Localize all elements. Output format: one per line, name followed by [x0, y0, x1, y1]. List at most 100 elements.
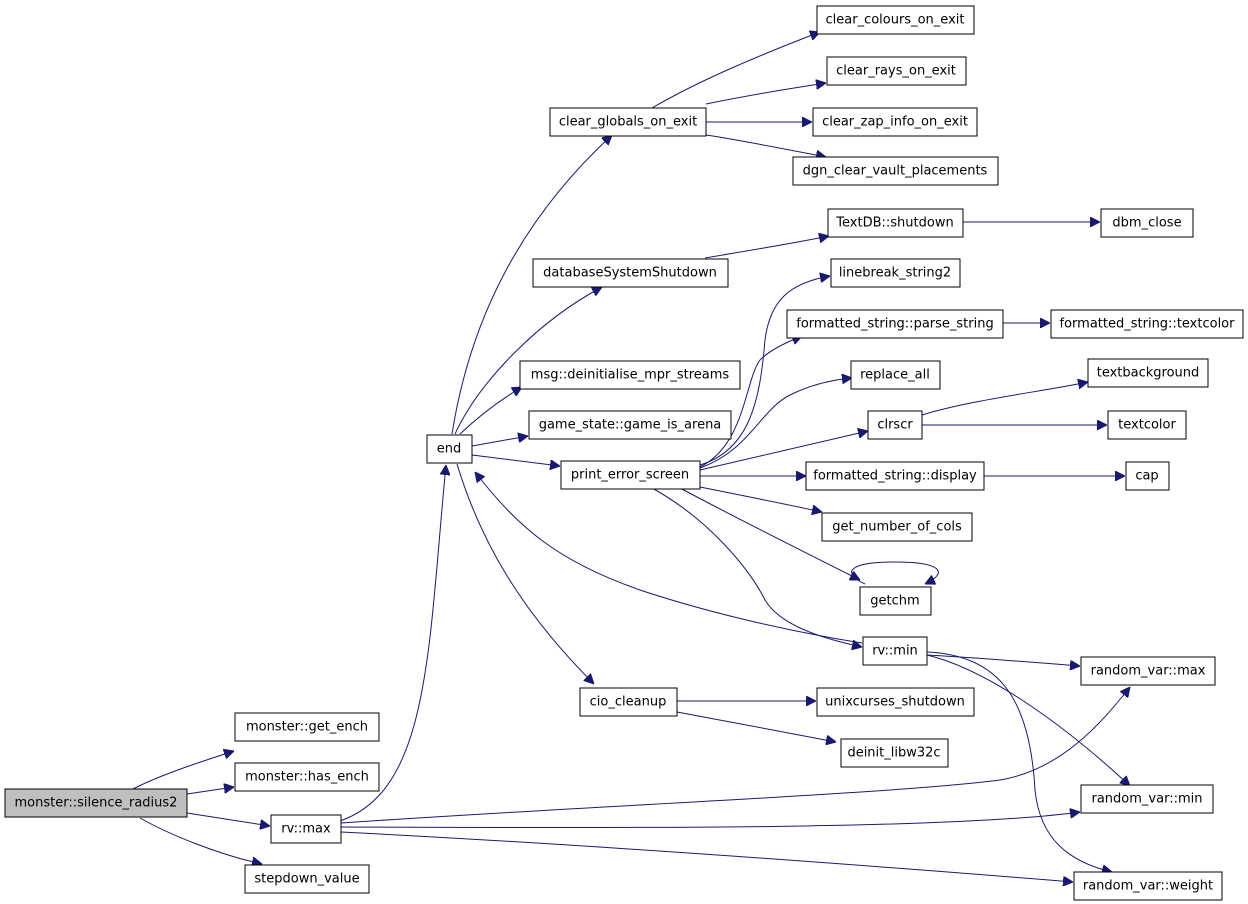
- edge-rv-min-random-var-weight: [926, 651, 1112, 872]
- node-print-error-screen[interactable]: print_error_screen: [560, 460, 701, 490]
- node-parse-string[interactable]: formatted_string::parse_string: [786, 309, 1004, 339]
- svg-text:game_state::game_is_arena: game_state::game_is_arena: [539, 418, 722, 433]
- node-unixcurses-shutdown[interactable]: unixcurses_shutdown: [816, 687, 975, 717]
- edge-end-deinitialise-mpr-streams: [459, 387, 522, 435]
- svg-text:monster::get_ench: monster::get_ench: [246, 720, 368, 735]
- svg-text:cap: cap: [1135, 469, 1158, 484]
- node-clear-globals-on-exit[interactable]: clear_globals_on_exit: [549, 107, 707, 137]
- node-random-var-weight[interactable]: random_var::weight: [1073, 871, 1223, 901]
- edge-print-error-replace-all: [699, 378, 852, 469]
- node-cap[interactable]: cap: [1125, 461, 1170, 491]
- edge-rv-max-random-var-min: [340, 812, 1080, 829]
- svg-text:textcolor: textcolor: [1118, 418, 1176, 433]
- svg-text:linebreak_string2: linebreak_string2: [839, 266, 951, 281]
- svg-text:clear_colours_on_exit: clear_colours_on_exit: [826, 13, 965, 28]
- node-replace-all[interactable]: replace_all: [850, 360, 941, 390]
- node-random-var-min[interactable]: random_var::min: [1080, 784, 1214, 814]
- node-fs-textcolor[interactable]: formatted_string::textcolor: [1050, 309, 1244, 339]
- edge-end-database-system-shutdown: [454, 287, 602, 435]
- node-silence-radius2[interactable]: monster::silence_radius2: [4, 788, 188, 818]
- edge-print-error-clrscr: [699, 431, 868, 471]
- svg-text:unixcurses_shutdown: unixcurses_shutdown: [825, 695, 965, 710]
- node-get-number-of-cols[interactable]: get_number_of_cols: [821, 512, 973, 542]
- node-linebreak-string2[interactable]: linebreak_string2: [830, 258, 961, 288]
- svg-text:rv::min: rv::min: [872, 644, 918, 659]
- edge-end-cio-cleanup: [456, 463, 594, 684]
- node-cio-cleanup[interactable]: cio_cleanup: [579, 687, 678, 717]
- svg-text:dgn_clear_vault_placements: dgn_clear_vault_placements: [803, 164, 988, 179]
- edge-rv-min-random-var-min: [926, 654, 1130, 786]
- node-deinitialise-mpr-streams[interactable]: msg::deinitialise_mpr_streams: [519, 360, 741, 390]
- svg-text:end: end: [437, 442, 462, 457]
- edge-cio-cleanup-deinit-libw32c: [676, 711, 836, 742]
- node-rv-min[interactable]: rv::min: [862, 636, 928, 666]
- edge-getchm-getchm: [851, 561, 939, 584]
- node-clear-colours-on-exit[interactable]: clear_colours_on_exit: [816, 5, 975, 35]
- edge-print-error-linebreak: [699, 276, 830, 466]
- node-dgn-clear-vault-placements[interactable]: dgn_clear_vault_placements: [792, 156, 999, 186]
- edge-rv-max-end: [339, 465, 446, 822]
- svg-text:formatted_string::display: formatted_string::display: [813, 469, 977, 484]
- svg-text:formatted_string::textcolor: formatted_string::textcolor: [1060, 317, 1236, 332]
- svg-text:textbackground: textbackground: [1097, 366, 1200, 381]
- node-deinit-libw32c[interactable]: deinit_libw32c: [840, 738, 949, 768]
- svg-text:stepdown_value: stepdown_value: [254, 872, 359, 887]
- svg-text:monster::silence_radius2: monster::silence_radius2: [15, 796, 178, 811]
- svg-text:TextDB::shutdown: TextDB::shutdown: [835, 216, 953, 231]
- node-fs-display[interactable]: formatted_string::display: [805, 461, 985, 491]
- svg-text:getchm: getchm: [870, 594, 919, 609]
- edge-clear-globals-dgn-clear-vault: [705, 134, 826, 157]
- edge-print-error-parse-string: [699, 336, 802, 468]
- svg-text:print_error_screen: print_error_screen: [571, 468, 689, 483]
- node-clear-rays-on-exit[interactable]: clear_rays_on_exit: [826, 56, 967, 86]
- node-database-system-shutdown[interactable]: databaseSystemShutdown: [532, 258, 729, 288]
- edge-database-shutdown-textdb-shutdown: [704, 236, 829, 259]
- node-getchm[interactable]: getchm: [859, 586, 932, 616]
- node-random-var-max[interactable]: random_var::max: [1080, 656, 1216, 686]
- edge-print-error-get-number-of-cols: [699, 486, 822, 512]
- node-game-is-arena[interactable]: game_state::game_is_arena: [528, 410, 732, 440]
- svg-text:random_var::max: random_var::max: [1091, 664, 1206, 679]
- edge-silence-radius2-has-ench: [186, 787, 234, 795]
- node-textbackground[interactable]: textbackground: [1087, 358, 1209, 388]
- edge-rv-max-random-var-weight: [340, 831, 1073, 882]
- edge-rv-min-random-var-max: [926, 654, 1080, 666]
- node-stepdown-value[interactable]: stepdown_value: [244, 864, 370, 894]
- svg-text:clear_globals_on_exit: clear_globals_on_exit: [559, 115, 697, 130]
- edge-print-error-getchm: [679, 487, 860, 580]
- edge-clear-globals-clear-colours: [651, 32, 820, 109]
- svg-text:rv::max: rv::max: [281, 822, 331, 837]
- svg-text:clear_zap_info_on_exit: clear_zap_info_on_exit: [822, 115, 968, 130]
- edge-end-print-error-screen: [471, 454, 560, 466]
- edge-silence-radius2-get-ench: [132, 751, 234, 790]
- node-rv-max[interactable]: rv::max: [270, 814, 342, 844]
- node-get-ench[interactable]: monster::get_ench: [234, 712, 380, 742]
- svg-text:clear_rays_on_exit: clear_rays_on_exit: [836, 64, 956, 79]
- edge-silence-radius2-stepdown-value: [139, 817, 262, 864]
- node-textdb-shutdown[interactable]: TextDB::shutdown: [827, 208, 964, 238]
- node-textcolor[interactable]: textcolor: [1107, 410, 1187, 440]
- edge-end-clear-globals-on-exit: [451, 135, 612, 435]
- edge-clear-globals-clear-rays: [705, 83, 826, 105]
- svg-text:msg::deinitialise_mpr_streams: msg::deinitialise_mpr_streams: [531, 368, 730, 383]
- node-clrscr[interactable]: clrscr: [867, 410, 923, 440]
- svg-text:clrscr: clrscr: [877, 418, 913, 433]
- edge-rv-max-random-var-max: [340, 687, 1130, 824]
- node-clear-zap-info-on-exit[interactable]: clear_zap_info_on_exit: [812, 107, 978, 137]
- svg-text:replace_all: replace_all: [860, 368, 930, 383]
- svg-text:databaseSystemShutdown: databaseSystemShutdown: [543, 266, 717, 281]
- svg-text:deinit_libw32c: deinit_libw32c: [847, 746, 940, 761]
- svg-text:monster::has_ench: monster::has_ench: [245, 770, 369, 785]
- node-end[interactable]: end: [426, 434, 473, 464]
- node-dbm-close[interactable]: dbm_close: [1100, 208, 1194, 238]
- svg-text:get_number_of_cols: get_number_of_cols: [832, 520, 962, 535]
- edge-clrscr-textbackground: [921, 382, 1088, 416]
- node-has-ench[interactable]: monster::has_ench: [234, 762, 380, 792]
- svg-text:dbm_close: dbm_close: [1112, 216, 1181, 231]
- svg-text:formatted_string::parse_string: formatted_string::parse_string: [796, 317, 993, 332]
- svg-text:cio_cleanup: cio_cleanup: [590, 695, 667, 710]
- edge-rv-min-end: [475, 472, 863, 644]
- svg-text:random_var::min: random_var::min: [1092, 792, 1203, 807]
- svg-text:random_var::weight: random_var::weight: [1083, 879, 1213, 894]
